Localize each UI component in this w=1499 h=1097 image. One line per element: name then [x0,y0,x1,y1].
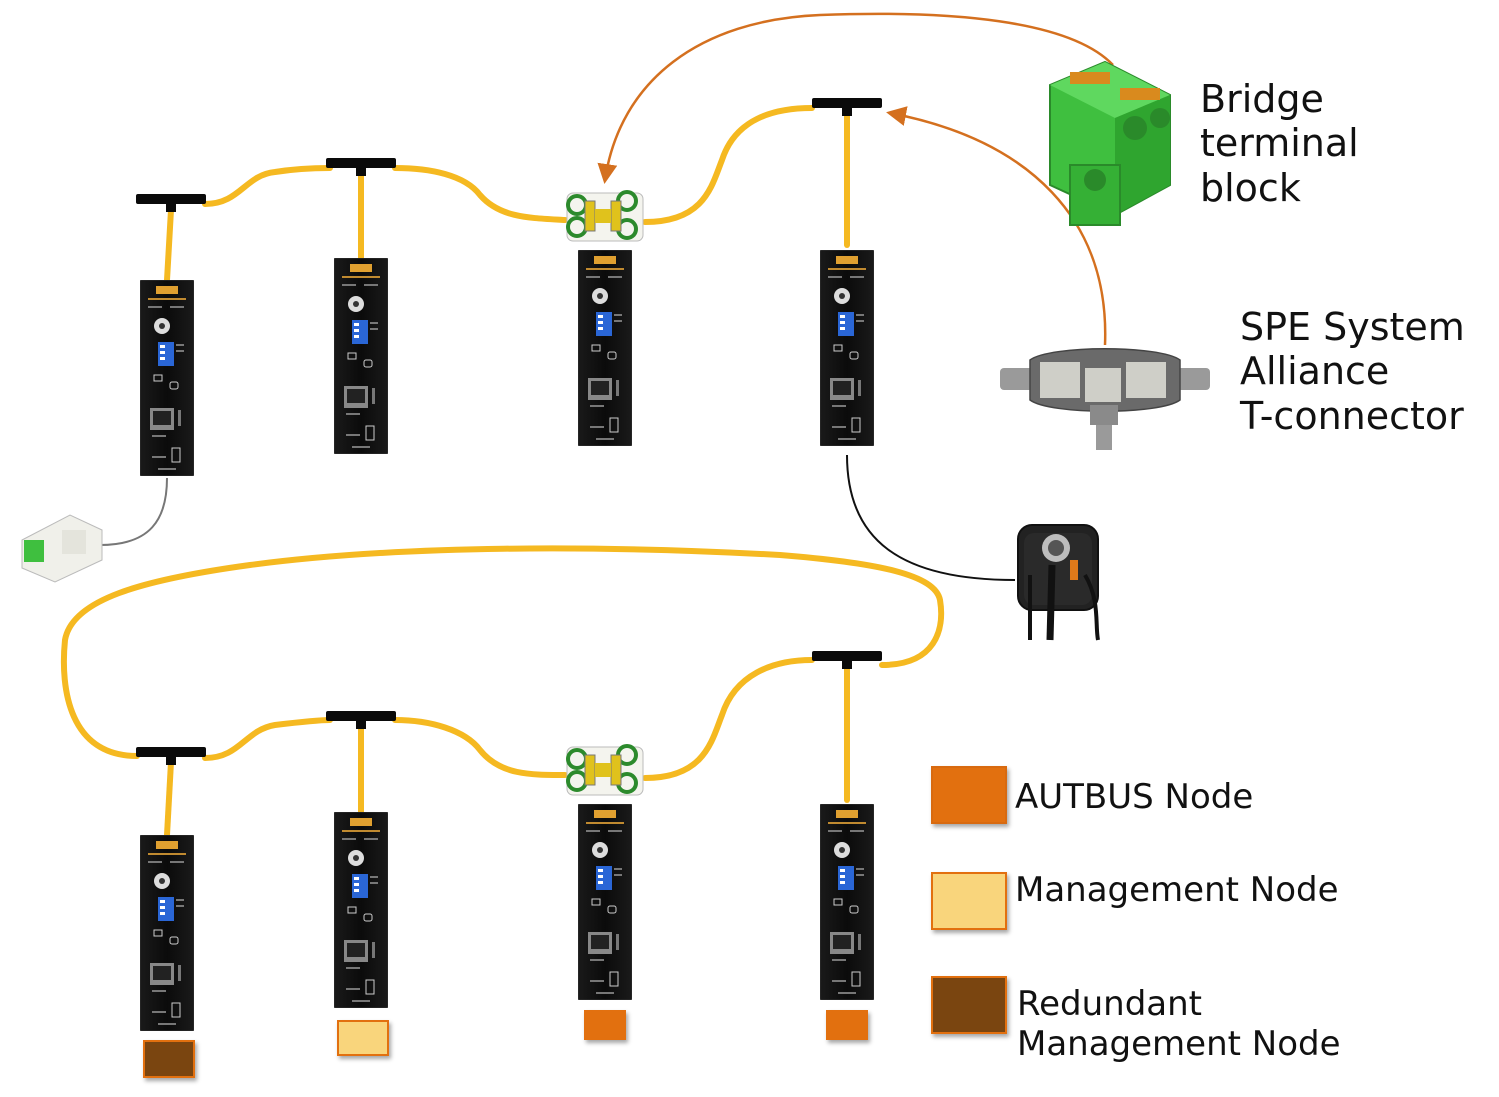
autbus-device [820,804,874,1000]
legend-swatch-management [931,872,1007,930]
bridge-terminal-label-line: block [1200,165,1301,210]
legend-swatch-autbus [931,766,1007,824]
bridge-terminal-block-image [1049,60,1171,226]
arrow-to-bridge-terminal [597,12,1114,184]
bottom-bus-cable [60,545,945,838]
bridge-terminal-label: Bridge terminal block [1200,77,1359,210]
bridge-terminal-block-small [565,190,645,243]
bridge-terminal-block-small [565,744,645,797]
charger-image [1017,524,1100,641]
charger-cable [846,454,1016,581]
t-connector [812,98,882,116]
legend-label-redundant-line: Redundant [1017,984,1202,1024]
spe-t-connector-label-line: T-connector [1240,393,1464,438]
bridge-terminal-label-line: terminal [1200,121,1359,166]
legend-label-redundant-line: Management Node [1017,1023,1341,1064]
spe-t-connector-label-line: Alliance [1240,349,1390,394]
t-connector [136,747,206,765]
top-bus-cable [164,105,850,283]
arrow-to-t-connector [886,106,1107,346]
t-connector [812,651,882,669]
legend-label-redundant: Redundant Management Node [1017,984,1341,1065]
autbus-device [578,804,632,1000]
sensor-image [21,514,103,583]
autbus-node-swatch [826,1010,868,1040]
t-connector [136,194,206,212]
redundant-management-node-swatch [143,1040,195,1078]
spe-t-connector-label-line: SPE System [1240,305,1465,349]
bridge-terminal-label-line: Bridge [1200,77,1324,121]
autbus-device [140,280,194,476]
autbus-device [820,250,874,446]
spe-t-connector-label: SPE System Alliance T-connector [1240,305,1465,438]
t-connector [326,158,396,176]
autbus-device [140,835,194,1031]
spe-t-connector-image [1000,348,1210,450]
autbus-node-swatch [584,1010,626,1040]
legend-label-management: Management Node [1015,870,1339,910]
autbus-device [578,250,632,446]
legend-swatch-redundant [931,976,1007,1034]
autbus-device [334,258,388,454]
t-connector [326,711,396,729]
autbus-device [334,812,388,1008]
management-node-swatch [337,1020,389,1056]
sensor-cable [99,477,168,546]
legend-label-autbus: AUTBUS Node [1015,777,1254,817]
